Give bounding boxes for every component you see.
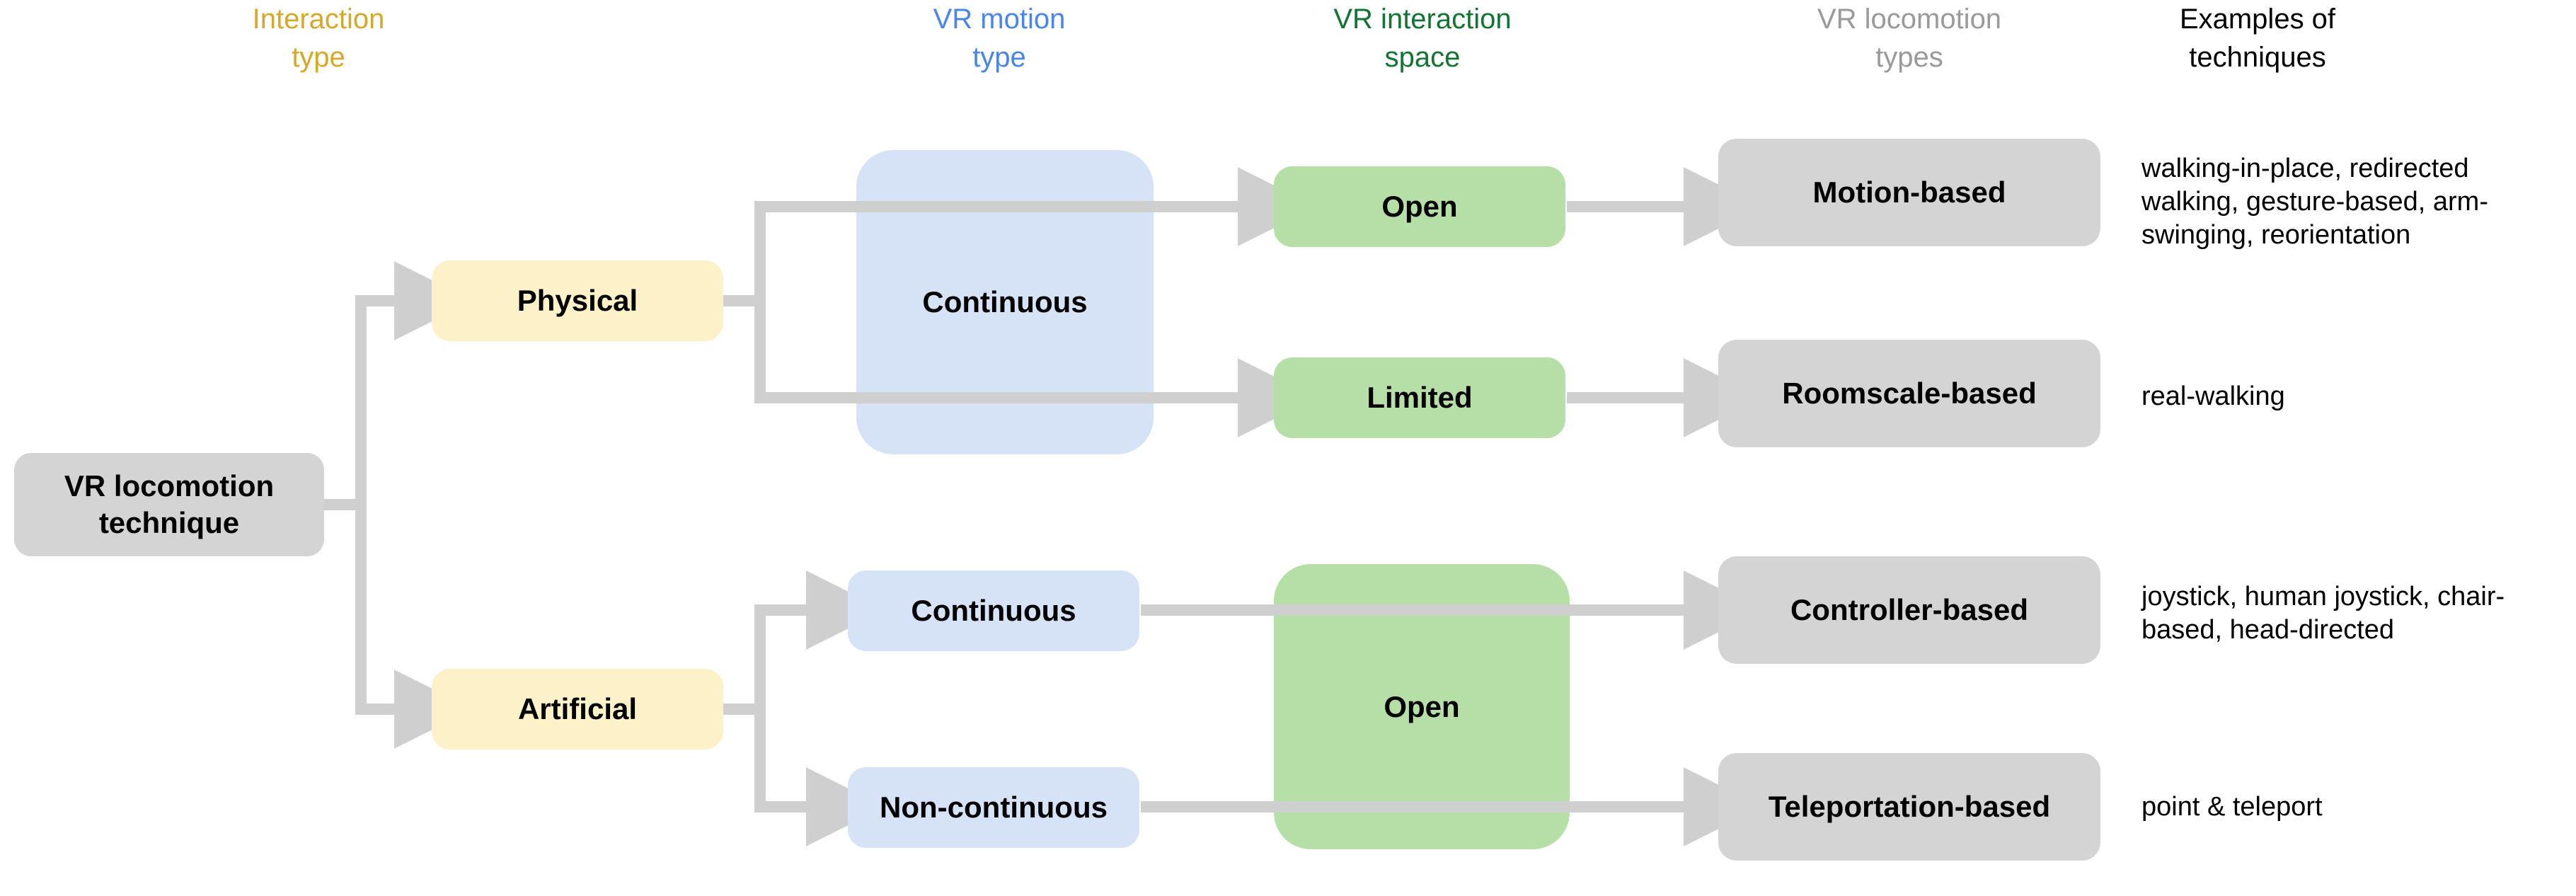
node-teleportation-based: Teleportation-based (1718, 753, 2100, 861)
node-continuous-physical: Continuous (856, 150, 1154, 454)
node-label: Limited (1367, 381, 1473, 414)
column-header-vr-locomotion-types: VR locomotion types (1817, 4, 2002, 73)
column-header-interaction-type: Interaction type (252, 4, 385, 73)
column-header-vr-motion-type: VR motion type (933, 4, 1066, 73)
node-continuous-artificial: Continuous (848, 570, 1139, 651)
examples-roomscale-based: real-walking (2141, 381, 2285, 411)
node-motion-based: Motion-based (1718, 139, 2100, 246)
edge-root-to-artificial (324, 499, 473, 749)
node-label: Artificial (517, 692, 638, 725)
node-label: Motion-based (1812, 176, 2006, 209)
column-header-examples-of-techniques: Examples of techniques (2179, 4, 2336, 73)
node-label: Non-continuous (880, 791, 1108, 824)
edge-physical-to-limited (723, 295, 1317, 437)
examples-motion-based: walking-in-place, redirected walking, ge… (2141, 154, 2488, 250)
node-vr-locomotion-technique: VR locomotion technique (14, 453, 324, 556)
node-label: Teleportation-based (1768, 790, 2051, 823)
node-label: Controller-based (1790, 593, 2029, 626)
node-physical: Physical (432, 260, 723, 341)
examples-controller-based: joystick, human joystick, chair- based, … (2141, 582, 2505, 645)
examples-teleportation-based: point & teleport (2141, 792, 2323, 822)
node-label: Open (1381, 190, 1458, 223)
node-label: Continuous (922, 285, 1088, 318)
node-label: VR locomotion technique (64, 469, 275, 539)
edge-artificial-to-non-continuous (723, 703, 885, 846)
node-label: Roomscale-based (1782, 377, 2037, 410)
node-open-physical: Open (1274, 166, 1565, 247)
node-non-continuous: Non-continuous (848, 767, 1139, 848)
node-limited-physical: Limited (1274, 357, 1565, 438)
edge-root-to-physical (324, 261, 473, 510)
node-label: Continuous (911, 594, 1076, 627)
node-roomscale-based: Roomscale-based (1718, 340, 2100, 447)
edge-artificial-to-continuous (723, 570, 885, 715)
node-label: Physical (517, 284, 638, 317)
node-label: Open (1384, 689, 1460, 723)
node-controller-based: Controller-based (1718, 556, 2100, 664)
node-artificial: Artificial (432, 669, 723, 749)
column-header-vr-interaction-space: VR interaction space (1333, 4, 1512, 73)
edge-physical-to-open (723, 167, 1317, 306)
